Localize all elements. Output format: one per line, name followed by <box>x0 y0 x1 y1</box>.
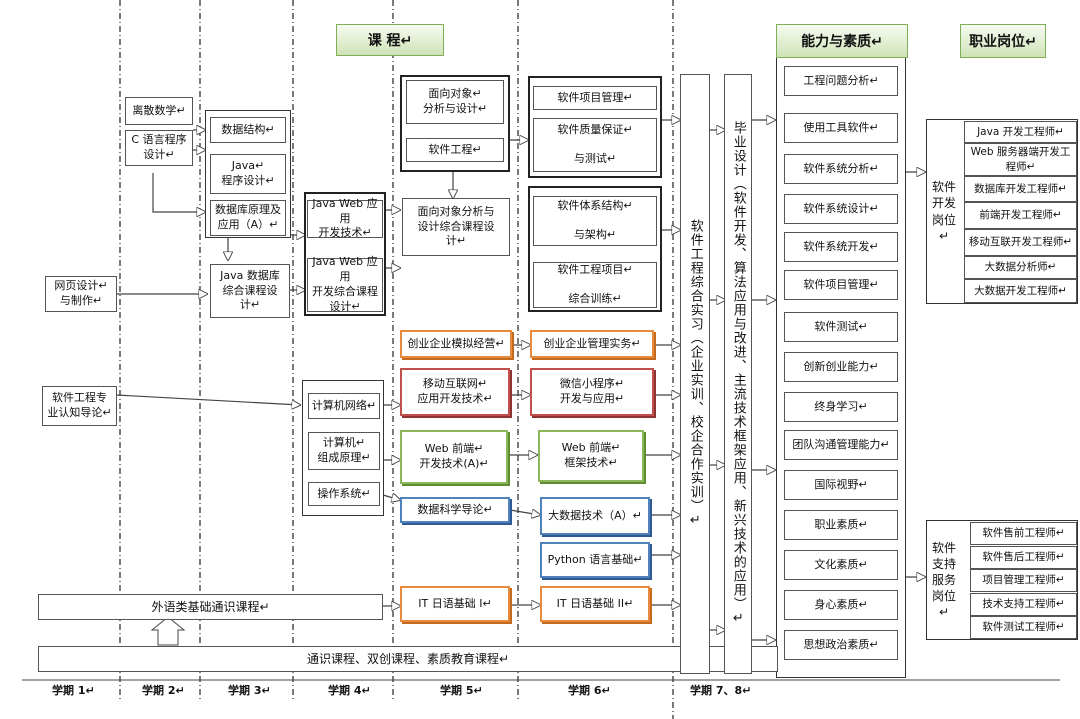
dev-job-item: 移动互联开发工程师↵ <box>964 229 1077 256</box>
ability-item: 软件系统设计↵ <box>784 194 898 224</box>
ability-item: 团队沟通管理能力↵ <box>784 430 898 460</box>
support-job-item: 软件售前工程师↵ <box>970 522 1077 545</box>
course-sw-arch: 软件体系结构↵ 与架构↵ <box>533 196 657 246</box>
course-os: 操作系统↵ <box>308 482 380 506</box>
dev-job-item: 数据库开发工程师↵ <box>964 176 1077 202</box>
support-job-item: 项目管理工程师↵ <box>970 569 1077 592</box>
ability-item: 软件测试↵ <box>784 312 898 342</box>
semester-label: 学期 4↵ <box>328 684 371 697</box>
course-data-structure: 数据结构↵ <box>210 117 286 143</box>
support-job-item: 软件测试工程师↵ <box>970 616 1077 639</box>
ability-item: 文化素质↵ <box>784 550 898 580</box>
course-japanese-1: IT 日语基础 I↵ <box>400 586 510 622</box>
course-startup-sim: 创业企业模拟经营↵ <box>400 330 512 358</box>
semester-label: 学期 2↵ <box>142 684 185 697</box>
dev-job-item: Java 开发工程师↵ <box>964 121 1077 143</box>
semester-label: 学期 1↵ <box>52 684 95 697</box>
course-networks: 计算机网络↵ <box>308 393 380 419</box>
course-software-engineering: 软件工程↵ <box>406 138 504 162</box>
ability-item: 职业素质↵ <box>784 510 898 540</box>
ability-item: 软件项目管理↵ <box>784 270 898 300</box>
course-javaweb-tech: Java Web 应用 开发技术↵ <box>307 197 383 239</box>
support-job-item: 软件售后工程师↵ <box>970 546 1077 569</box>
course-web-frontend: Web 前端↵ 开发技术(A)↵ <box>400 430 508 484</box>
course-sw-project-training: 软件工程项目↵ 综合训练↵ <box>533 262 657 308</box>
course-ooad-design: 面向对象分析与 设计综合课程设 计↵ <box>402 198 510 256</box>
ability-header: 能力与素质↵ <box>776 24 908 58</box>
course-sw-pm: 软件项目管理↵ <box>533 86 657 110</box>
support-job-item: 技术支持工程师↵ <box>970 593 1077 616</box>
course-organization: 计算机↵ 组成原理↵ <box>308 432 380 470</box>
course-thesis: 毕业设计（软件开发、算法应用与改进、主流技术框架应用、新兴技术的应用）↵ <box>724 74 752 674</box>
course-database: 数据库原理及 应用（A）↵ <box>210 200 286 236</box>
course-javaweb-design: Java Web 应用 开发综合课程 设计↵ <box>307 255 383 313</box>
dev-job-item: Web 服务器端开发工 程师↵ <box>964 143 1077 176</box>
courses-header: 课 程↵ <box>336 24 444 56</box>
course-data-science: 数据科学导论↵ <box>400 497 510 523</box>
course-sw-qa: 软件质量保证↵ 与测试↵ <box>533 118 657 172</box>
semester-label: 学期 7、8↵ <box>690 684 752 697</box>
jobs-header: 职业岗位↵ <box>960 24 1046 58</box>
course-java: Java↵ 程序设计↵ <box>210 154 286 194</box>
course-big-data: 大数据技术（A）↵ <box>540 497 650 535</box>
ability-item: 创新创业能力↵ <box>784 352 898 382</box>
dev-job-item: 大数据开发工程师↵ <box>964 279 1077 303</box>
course-ooad: 面向对象↵ 分析与设计↵ <box>406 80 504 124</box>
course-web-framework: Web 前端↵ 框架技术↵ <box>538 430 644 482</box>
support-jobs-group: 软件 支持 服务 岗位↵ <box>928 522 960 638</box>
course-general-education: 通识课程、双创课程、素质教育课程↵ <box>38 646 778 672</box>
dev-job-item: 大数据分析师↵ <box>964 256 1077 279</box>
dev-jobs-group: 软件 开发 岗位↵ <box>928 121 960 302</box>
ability-item: 软件系统分析↵ <box>784 154 898 184</box>
course-foreign-language: 外语类基础通识课程↵ <box>38 594 383 620</box>
course-mobile-dev: 移动互联网↵ 应用开发技术↵ <box>400 368 510 416</box>
dev-job-item: 前端开发工程师↵ <box>964 202 1077 229</box>
course-mini-program: 微信小程序↵ 开发与应用↵ <box>530 368 654 416</box>
semester-label: 学期 3↵ <box>228 684 271 697</box>
ability-item: 工程问题分析↵ <box>784 66 898 96</box>
course-java-db-design: Java 数据库 综合课程设 计↵ <box>210 264 290 318</box>
ability-item: 思想政治素质↵ <box>784 630 898 660</box>
semester-label: 学期 6↵ <box>568 684 611 697</box>
ability-item: 使用工具软件↵ <box>784 113 898 143</box>
course-japanese-2: IT 日语基础 II↵ <box>540 586 650 622</box>
course-web-design: 网页设计↵ 与制作↵ <box>45 276 117 312</box>
course-internship: 软件工程综合实习（企业实训、校企合作实训）↵ <box>680 74 710 674</box>
course-discrete-math: 离散数学↵ <box>125 97 193 125</box>
course-python: Python 语言基础↵ <box>540 542 650 578</box>
course-startup-mgmt: 创业企业管理实务↵ <box>530 330 654 358</box>
course-c-language: C 语言程序 设计↵ <box>125 130 193 166</box>
ability-item: 终身学习↵ <box>784 392 898 422</box>
ability-item: 国际视野↵ <box>784 470 898 500</box>
semester-label: 学期 5↵ <box>440 684 483 697</box>
course-se-intro: 软件工程专 业认知导论↵ <box>42 386 117 426</box>
ability-item: 软件系统开发↵ <box>784 232 898 262</box>
ability-item: 身心素质↵ <box>784 590 898 620</box>
